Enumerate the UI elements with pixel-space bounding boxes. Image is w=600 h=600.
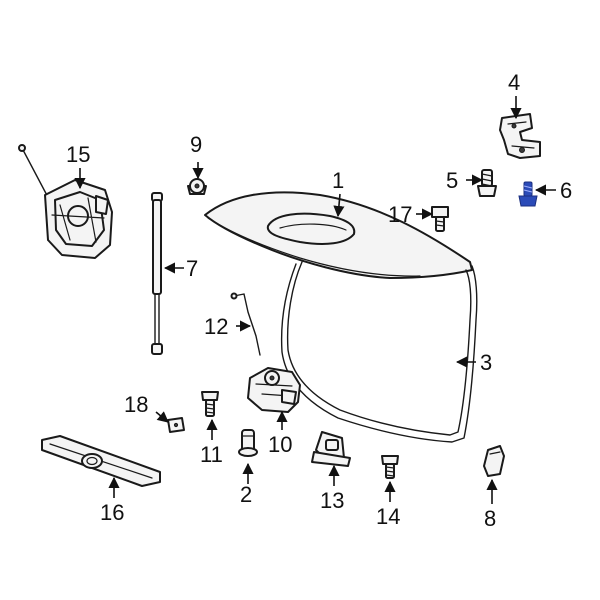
striker-screw[interactable] — [381, 455, 399, 479]
bumper-stop[interactable] — [238, 429, 258, 457]
liftgate-hinge[interactable] — [499, 113, 541, 159]
latch-rod[interactable] — [230, 292, 261, 356]
callout-16: 16 — [100, 500, 124, 525]
hinge-nut-highlighted[interactable] — [518, 181, 538, 207]
callout-2: 2 — [240, 482, 252, 507]
latch-striker[interactable] — [311, 431, 351, 467]
callout-3: 3 — [480, 350, 492, 375]
callout-17: 17 — [388, 202, 412, 227]
callout-15: 15 — [66, 142, 90, 167]
weatherstrip-seal[interactable] — [280, 261, 478, 443]
hinge-bolt[interactable] — [477, 169, 497, 197]
callout-6: 6 — [560, 178, 572, 203]
callout-13: 13 — [320, 488, 344, 513]
callout-11: 11 — [200, 442, 223, 467]
callout-labels: 1 2 3 4 5 6 7 8 9 10 11 12 13 14 15 16 1… — [66, 70, 572, 531]
leader-lines — [74, 96, 556, 504]
bumper-pad[interactable] — [483, 445, 505, 477]
callout-5: 5 — [446, 168, 458, 193]
callout-14: 14 — [376, 504, 400, 529]
callout-7: 7 — [186, 256, 198, 281]
callout-1: 1 — [332, 168, 344, 193]
callout-10: 10 — [268, 432, 292, 457]
retainer-clip[interactable] — [167, 417, 185, 433]
liftgate-latch[interactable] — [247, 367, 301, 413]
strut-clip[interactable] — [187, 178, 207, 195]
liftgate-panel[interactable] — [204, 191, 473, 279]
leader-18 — [155, 411, 169, 423]
callout-12: 12 — [204, 314, 228, 339]
callout-9: 9 — [190, 132, 202, 157]
callout-18: 18 — [124, 392, 148, 417]
callout-8: 8 — [484, 506, 496, 531]
mounting-bolt[interactable] — [431, 206, 449, 232]
latch-bolt[interactable] — [201, 391, 219, 417]
liftgate-handle[interactable] — [41, 435, 161, 487]
callout-4: 4 — [508, 70, 520, 95]
leader-1 — [333, 193, 345, 218]
gas-strut[interactable] — [151, 192, 163, 355]
